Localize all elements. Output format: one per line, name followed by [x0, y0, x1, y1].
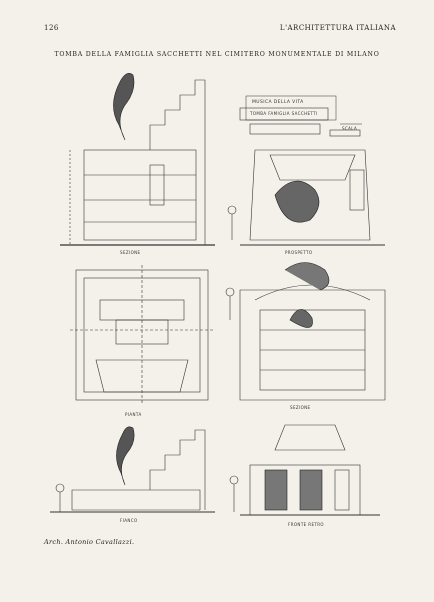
side-drawing — [50, 426, 215, 513]
elevation-drawing-top — [227, 107, 385, 246]
plate-title: TOMBA DELLA FAMIGLIA SACCHETTI NEL CIMIT… — [54, 51, 380, 58]
caption-elevation-top: PROSPETTO — [285, 250, 313, 255]
legend-box — [245, 95, 362, 125]
journal-title: L'ARCHITETTURA ITALIANA — [279, 24, 396, 32]
caption-section-middle: SEZIONE — [290, 405, 311, 410]
caption-section-top: SEZIONE — [120, 250, 141, 255]
caption-rear-front: FRONTE RETRO — [288, 522, 324, 527]
rear-front-drawing — [229, 424, 380, 516]
architect-credit: Arch. Antonio Cavallazzi. — [44, 538, 135, 546]
section-drawing-top — [60, 73, 215, 246]
legend-line-1: MUSICA DELLA VITA — [252, 100, 304, 105]
plan-drawing — [70, 265, 214, 405]
caption-side: FIANCO — [120, 518, 138, 523]
section-drawing-middle — [225, 262, 386, 401]
scale-label: SCALA — [342, 126, 358, 131]
page-number: 126 — [44, 24, 59, 32]
legend-line-2: TOMBA FAMIGLIA SACCHETTI — [250, 111, 318, 116]
caption-plan: PIANTA — [125, 412, 142, 417]
